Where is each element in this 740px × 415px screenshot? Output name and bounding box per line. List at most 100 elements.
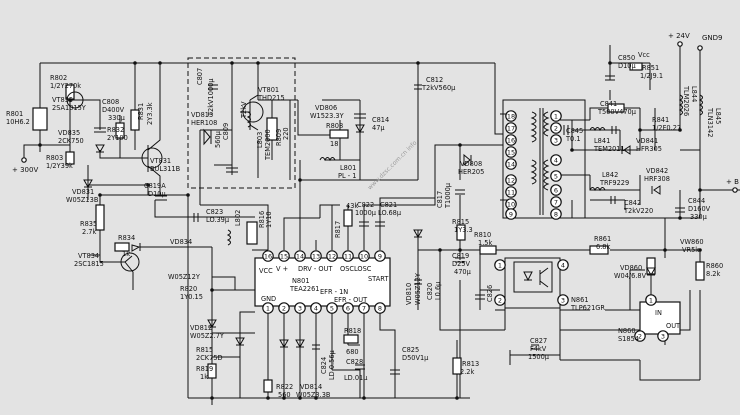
label-vd831: VD831	[72, 188, 94, 196]
label-r809: R809	[275, 129, 283, 146]
optocoupler-inner	[513, 261, 553, 293]
label-vplus: V +	[276, 265, 288, 273]
label-n861: N861	[571, 296, 589, 304]
resistor-r851	[629, 62, 643, 71]
label-vd842v: HRF308	[644, 175, 670, 183]
label-c817: C817	[436, 191, 444, 208]
label-c808v1: D400V	[102, 106, 125, 114]
diode-vd831	[83, 179, 93, 189]
inductor-l841	[589, 127, 606, 132]
optocoupler-n861	[504, 257, 561, 309]
label-r820v: 1Y0.15	[180, 293, 203, 301]
diode-vd841	[621, 145, 631, 155]
transformer-pin-circle	[550, 170, 562, 182]
transformer-secondary-b	[543, 159, 550, 191]
label-c850v: D10μ	[618, 62, 636, 70]
label-vt801v: THD215	[257, 94, 285, 102]
label-300v: + 300V	[12, 166, 38, 174]
resistor-r835	[95, 204, 105, 231]
label-r851: R851	[642, 64, 659, 72]
label-bplus: + B	[726, 178, 739, 186]
label-c821v: LO.68μ	[378, 209, 402, 217]
n801-bottom-pin-circle	[358, 302, 370, 314]
label-c823: C823	[206, 208, 223, 216]
label-c814: C814	[372, 116, 389, 124]
n801-top-pin-circle	[358, 250, 370, 262]
label-vd831v: W05Z13B	[66, 196, 99, 204]
capacitor-c825	[390, 369, 400, 375]
label-n860v: S1854	[618, 335, 639, 343]
label-c822v: 1000μ	[355, 209, 377, 217]
resistor-r831	[130, 109, 140, 131]
n801-bottom-pin-number: 1	[266, 304, 270, 312]
label-24v: + 24V	[668, 32, 690, 40]
label-r818v: 680	[346, 348, 359, 356]
capacitor-c812	[414, 84, 422, 90]
inductor-l842	[589, 187, 606, 192]
label-c819av: D10μ	[148, 190, 166, 198]
label-vcc2: Vcc	[638, 51, 650, 59]
diode-vd808	[463, 153, 472, 167]
transformer-pin-number: 1	[554, 112, 558, 120]
label-c845v: T0.1	[565, 135, 581, 143]
label-r831v: 2Y3.3k	[146, 102, 154, 125]
label-l841: L841	[594, 137, 610, 145]
n801-bottom-pin-number: 5	[330, 304, 334, 312]
n860-pin-number: 2	[638, 332, 642, 340]
n801-bottom-pin-circle	[278, 302, 290, 314]
label-out: OUT	[666, 322, 681, 330]
label-efr1n: EFR - 1N	[320, 288, 348, 296]
label-c827v2: 1500μ	[528, 353, 550, 361]
label-r834: R834	[118, 234, 135, 242]
capacitor-c823	[193, 213, 199, 222]
label-vd814: VD814	[300, 383, 322, 391]
resistor-r822	[263, 379, 273, 393]
n801-top-pin-circle	[374, 250, 386, 262]
label-r861: R861	[594, 235, 611, 243]
label-r819: R819	[196, 365, 213, 373]
n860-pin-circle	[645, 294, 657, 306]
diode-vd835	[95, 144, 105, 154]
transformer-core	[539, 108, 544, 215]
label-in: IN	[655, 309, 662, 317]
terminal-24v	[677, 41, 683, 47]
n860-pin-circle	[634, 330, 646, 342]
n801-top-pin-circle	[326, 250, 338, 262]
label-r832v: 2Y100	[107, 134, 128, 142]
transformer-pin-circle	[505, 158, 517, 170]
label-r816v: 1Y10	[265, 211, 273, 228]
transformer-pin-number: 7	[554, 198, 558, 206]
resistor-r808	[329, 129, 349, 139]
label-c819v1: D25V	[452, 260, 470, 268]
label-l842v: TRF9229	[599, 179, 629, 187]
label-l802: L802	[234, 210, 242, 226]
label-c827: C827	[530, 337, 547, 345]
resistor-r861	[589, 245, 609, 255]
n801-top-pin-number: 15	[280, 252, 288, 260]
junctions	[38, 61, 702, 400]
transformer-pin-number: 9	[509, 210, 513, 218]
label-c808: C808	[102, 98, 119, 106]
label-c828v: LD.01μ	[344, 374, 368, 382]
optocoupler-frame	[504, 257, 561, 309]
diode-vd812	[207, 319, 217, 329]
label-r801v: 10H6.2	[6, 118, 30, 126]
resistor-r809	[266, 117, 278, 141]
diode-vd813	[203, 128, 212, 146]
label-r831: R831	[137, 103, 145, 120]
capacitor-c809	[226, 167, 238, 173]
label-vd812: VD812	[190, 324, 212, 332]
n801-top-pin-circle	[310, 250, 322, 262]
label-c844v1: D160V	[688, 205, 711, 213]
inductor-l803	[246, 111, 251, 128]
transformer-pin-number: 3	[554, 136, 558, 144]
inductor-l844	[678, 94, 683, 116]
n861-pin-circle	[494, 294, 506, 306]
label-c820v: L0.6μ	[434, 281, 442, 300]
resistor-r816	[246, 221, 258, 245]
label-vd813v: HER108	[191, 119, 217, 127]
n801-bottom-pin-circle	[294, 302, 306, 314]
transistors	[66, 91, 264, 272]
n801-bottom-pin-number: 3	[298, 304, 302, 312]
